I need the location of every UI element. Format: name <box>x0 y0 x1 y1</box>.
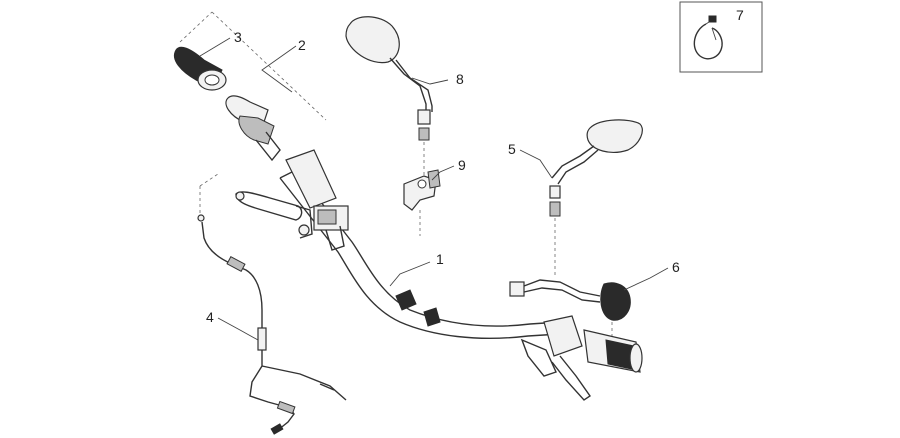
left-mirror-part-8 <box>345 16 433 176</box>
right-mirror-part-5 <box>549 119 643 276</box>
callout-1-label: 1 <box>436 251 444 267</box>
left-lever-assembly <box>235 191 349 251</box>
callout-9-label: 9 <box>458 157 466 173</box>
right-lever-assembly <box>520 315 643 401</box>
assembly-line-part-2 <box>211 11 327 121</box>
callout-8-label: 8 <box>456 71 464 87</box>
handlebar-part-1 <box>279 149 561 340</box>
leader-lines <box>199 37 669 341</box>
callout-4-label: 4 <box>206 309 214 325</box>
callout-5-label: 5 <box>508 141 516 157</box>
callout-7-label: 7 <box>736 7 744 23</box>
mirror-mount-part-9 <box>403 169 441 236</box>
left-grip-part-3 <box>174 46 227 91</box>
throttle-cable-part-4 <box>197 173 347 435</box>
throttle-housing-part-2 <box>225 95 281 162</box>
callout-numbers: 1 2 3 4 5 6 8 9 <box>206 29 680 325</box>
assembly-line-grip <box>179 11 213 43</box>
right-switch-part-6 <box>509 279 631 336</box>
inset-box-part-7: 7 <box>679 1 763 73</box>
callout-6-label: 6 <box>672 259 680 275</box>
callout-2-label: 2 <box>298 37 306 53</box>
callout-3-label: 3 <box>234 29 242 45</box>
